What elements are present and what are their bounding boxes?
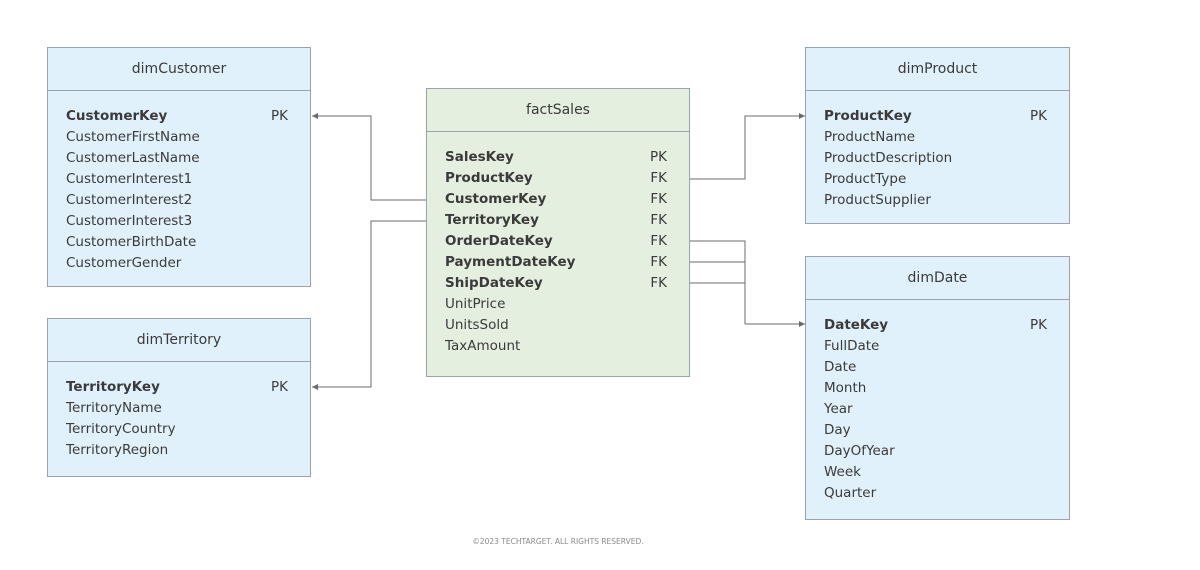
table-title: dimTerritory — [48, 319, 310, 362]
field-name: CustomerInterest3 — [66, 213, 193, 229]
field-row: Day — [824, 420, 1047, 441]
field-row: ProductDescription — [824, 148, 1047, 169]
field-row: CustomerInterest1 — [66, 169, 288, 190]
field-key-badge: FK — [650, 254, 667, 270]
field-name: Quarter — [824, 485, 877, 501]
field-key-badge: PK — [271, 379, 288, 395]
field-name: Year — [824, 401, 853, 417]
field-name: CustomerInterest1 — [66, 171, 193, 187]
field-row: DateKey PK — [824, 315, 1047, 336]
field-name: TerritoryKey — [66, 379, 160, 395]
field-row: Week — [824, 462, 1047, 483]
field-row: OrderDateKey FK — [445, 231, 667, 252]
field-row: CustomerKey FK — [445, 189, 667, 210]
field-name: Day — [824, 422, 851, 438]
field-row: ProductSupplier — [824, 190, 1047, 211]
table-title: factSales — [427, 89, 689, 132]
field-name: CustomerInterest2 — [66, 192, 193, 208]
field-key-badge: PK — [1030, 108, 1047, 124]
field-row: CustomerBirthDate — [66, 232, 288, 253]
field-name: TaxAmount — [445, 338, 521, 354]
field-name: CustomerGender — [66, 255, 182, 271]
field-key-badge: FK — [650, 233, 667, 249]
field-row: Quarter — [824, 483, 1047, 504]
field-row: PaymentDateKey FK — [445, 252, 667, 273]
field-row: ProductType — [824, 169, 1047, 190]
field-row: CustomerGender — [66, 253, 288, 274]
field-name: TerritoryKey — [445, 212, 539, 228]
field-row: UnitPrice — [445, 294, 667, 315]
field-name: FullDate — [824, 338, 880, 354]
field-row: TerritoryKey FK — [445, 210, 667, 231]
field-name: TerritoryCountry — [66, 421, 176, 437]
field-row: CustomerInterest3 — [66, 211, 288, 232]
field-row: SalesKey PK — [445, 147, 667, 168]
field-name: Month — [824, 380, 867, 396]
field-row: TerritoryKey PK — [66, 377, 288, 398]
table-title: dimProduct — [806, 48, 1069, 91]
field-key-badge: FK — [650, 212, 667, 228]
field-name: DayOfYear — [824, 443, 895, 459]
field-key-badge: PK — [1030, 317, 1047, 333]
field-row: TerritoryCountry — [66, 419, 288, 440]
field-row: FullDate — [824, 336, 1047, 357]
table-dimcustomer: dimCustomer CustomerKey PK CustomerFirstNa… — [47, 47, 311, 287]
connector-territory — [312, 220, 427, 390]
field-row: Month — [824, 378, 1047, 399]
field-row: CustomerInterest2 — [66, 190, 288, 211]
field-name: ProductKey — [445, 170, 533, 186]
field-name: Date — [824, 359, 857, 375]
field-row: ProductName — [824, 127, 1047, 148]
field-name: TerritoryName — [66, 400, 162, 416]
field-row: CustomerKey PK — [66, 106, 288, 127]
field-name: CustomerBirthDate — [66, 234, 197, 250]
field-row: ProductKey PK — [824, 106, 1047, 127]
connector-product — [690, 113, 805, 180]
table-title: dimCustomer — [48, 48, 310, 91]
field-key-badge: FK — [650, 170, 667, 186]
field-row: CustomerLastName — [66, 148, 288, 169]
field-row: Date — [824, 357, 1047, 378]
field-row: TaxAmount — [445, 336, 667, 357]
field-name: Week — [824, 464, 861, 480]
field-name: ProductName — [824, 129, 916, 145]
field-name: ProductKey — [824, 108, 912, 124]
field-name: ProductDescription — [824, 150, 953, 166]
field-row: ProductKey FK — [445, 168, 667, 189]
field-row: DayOfYear — [824, 441, 1047, 462]
field-name: PaymentDateKey — [445, 254, 576, 270]
connector-customer — [312, 113, 427, 201]
field-name: UnitsSold — [445, 317, 509, 333]
field-name: ProductSupplier — [824, 192, 931, 208]
field-name: TerritoryRegion — [66, 442, 169, 458]
field-row: TerritoryRegion — [66, 440, 288, 461]
field-name: CustomerLastName — [66, 150, 200, 166]
copyright-notice: ©2023 TECHTARGET. ALL RIGHTS RESERVED. — [472, 537, 644, 546]
field-key-badge: FK — [650, 275, 667, 291]
table-title: dimDate — [806, 257, 1069, 300]
connector-orderdate — [690, 240, 746, 324]
field-name: DateKey — [824, 317, 889, 333]
field-name: UnitPrice — [445, 296, 506, 312]
field-name: ProductType — [824, 171, 907, 187]
field-key-badge: FK — [650, 191, 667, 207]
field-row: TerritoryName — [66, 398, 288, 419]
field-name: ShipDateKey — [445, 275, 543, 291]
field-name: CustomerKey — [66, 108, 168, 124]
field-row: ShipDateKey FK — [445, 273, 667, 294]
field-name: CustomerKey — [445, 191, 547, 207]
field-row: CustomerFirstName — [66, 127, 288, 148]
field-key-badge: PK — [271, 108, 288, 124]
field-row: UnitsSold — [445, 315, 667, 336]
field-key-badge: PK — [650, 149, 667, 165]
field-name: SalesKey — [445, 149, 514, 165]
table-dimterritory: dimTerritory TerritoryKey PK TerritoryName… — [47, 318, 311, 477]
field-name: OrderDateKey — [445, 233, 553, 249]
field-row: Year — [824, 399, 1047, 420]
field-name: CustomerFirstName — [66, 129, 200, 145]
